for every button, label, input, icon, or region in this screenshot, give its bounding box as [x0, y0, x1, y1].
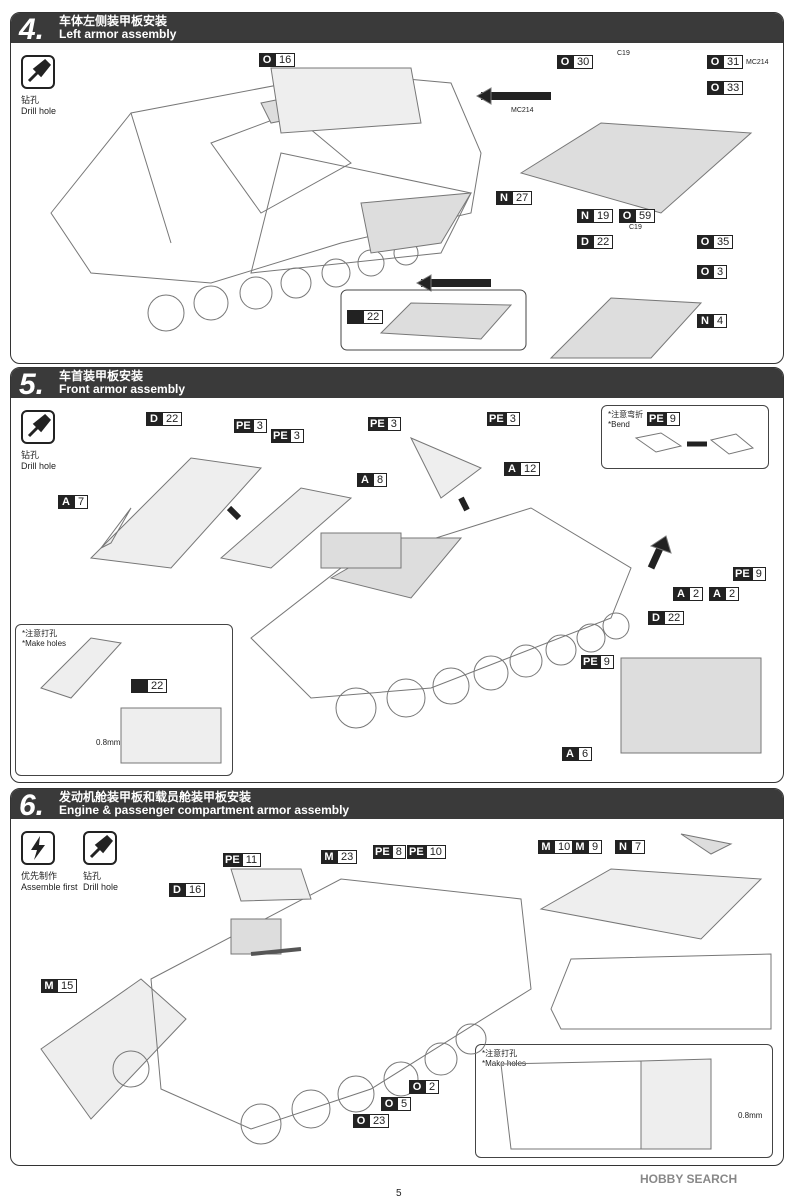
drill-hole-caption-en: Drill hole — [21, 106, 57, 116]
page-number: 5 — [396, 1188, 402, 1199]
step-4-header: 4. 车体左侧装甲板安装 Left armor assembly — [11, 13, 783, 46]
step-title-en: Left armor assembly — [59, 27, 177, 41]
drill-hole-icon — [83, 831, 117, 865]
part-22: 22 — [131, 679, 168, 693]
drill-hole-caption-cn: 钻孔 — [83, 871, 102, 881]
step-number: 5. — [19, 368, 45, 401]
step-4-panel: 4. 车体左侧装甲板安装 Left armor assembly 钻孔 Dril… — [10, 12, 784, 364]
drill-hole-icon — [21, 55, 55, 89]
hole-size: 0.8mm — [96, 738, 121, 747]
watermark: HOBBY SEARCH — [640, 1172, 738, 1186]
step-title-cn: 车首装甲板安装 — [59, 369, 144, 383]
step-5-panel: 5. 车首装甲板安装 Front armor assembly 钻孔 Drill… — [10, 367, 784, 783]
step-title-cn: 车体左侧装甲板安装 — [59, 14, 168, 28]
lightning-icon — [21, 831, 55, 865]
bend-note-box: *注意弯折 *Bend — [601, 405, 769, 469]
part-22: 22 — [347, 310, 384, 324]
part-c19-label-2: C19 — [629, 224, 642, 231]
drill-hole-caption-cn: 钻孔 — [21, 95, 40, 105]
step-title-cn: 发动机舱装甲板和载员舱装甲板安装 — [59, 790, 252, 804]
bend-note-cn: *注意弯折 — [608, 410, 644, 419]
engine-armor-drawing — [40, 833, 772, 1150]
part-mc214-label-2: MC214 — [511, 107, 534, 114]
step-title-en: Front armor assembly — [59, 382, 186, 396]
make-holes-cn: *注意打孔 — [482, 1049, 518, 1058]
front-armor-drawing — [40, 432, 762, 764]
step-number: 4. — [19, 13, 45, 46]
step-6-panel: 6. 发动机舱装甲板和载员舱装甲板安装 Engine & passenger c… — [10, 788, 784, 1166]
step-title-en: Engine & passenger compartment armor ass… — [59, 803, 350, 817]
part-mc214-label: MC214 — [746, 59, 769, 66]
step-6-header: 6. 发动机舱装甲板和载员舱装甲板安装 Engine & passenger c… — [11, 789, 783, 822]
bend-note-en: *Bend — [608, 420, 630, 429]
left-armor-drawing — [50, 67, 753, 359]
drill-hole-caption-en: Drill hole — [21, 461, 57, 471]
assemble-first-caption-en: Assemble first — [21, 882, 78, 892]
drill-hole-caption-en: Drill hole — [83, 882, 119, 892]
step-5-header: 5. 车首装甲板安装 Front armor assembly — [11, 368, 783, 401]
drill-hole-caption-cn: 钻孔 — [21, 450, 40, 460]
drill-hole-icon — [21, 410, 55, 444]
make-holes-en: *Make holes — [22, 639, 67, 648]
make-holes-cn: *注意打孔 — [22, 629, 58, 638]
assemble-first-caption-cn: 优先制作 — [21, 871, 58, 881]
step-number: 6. — [19, 789, 45, 822]
part-c19-label: C19 — [617, 50, 630, 57]
hole-size: 0.8mm — [738, 1111, 763, 1120]
